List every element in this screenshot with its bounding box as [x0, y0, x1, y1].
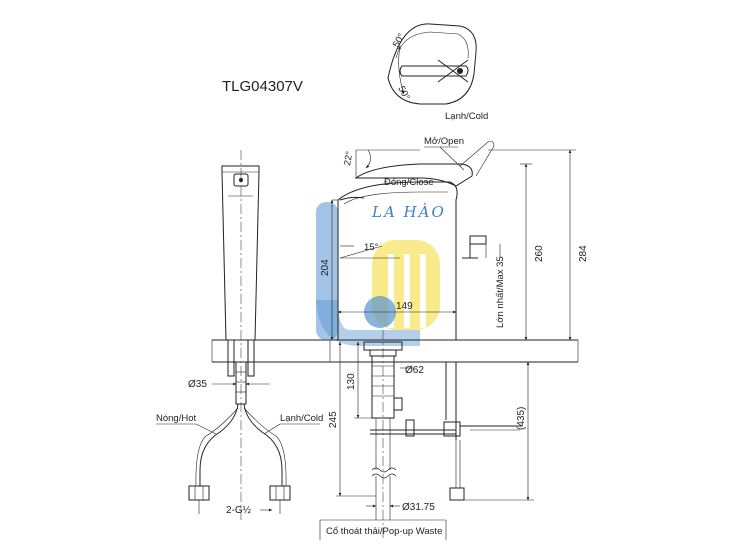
open-label: Mở/Open [424, 136, 464, 147]
dim-260: 260 [534, 245, 545, 262]
dim-149: 149 [396, 301, 413, 312]
spout-angle: 15° [364, 242, 379, 253]
front-view: Ø35 Nóng/Hot Lạnh/Cold 2-G½ [156, 150, 330, 520]
handle-angle: 22° [342, 150, 355, 166]
angle-50-upper: 50° [391, 31, 408, 49]
hot-label: Nóng/Hot [156, 413, 196, 424]
watermark-logo [316, 202, 440, 346]
dim-d62: Ø62 [405, 365, 424, 376]
dim-435: (435) [516, 407, 527, 430]
close-label: Đóng/Close [384, 177, 434, 188]
watermark-text: LA HÀO [371, 203, 446, 221]
dim-204: 204 [320, 259, 331, 276]
thread-label: 2-G½ [226, 505, 252, 516]
top-view: 50° 50° Lạnh/Cold [387, 23, 488, 122]
side-view: LA HÀO 22° Mở/Open Đóng/Close [316, 136, 589, 540]
angle-50-lower: 50° [395, 84, 412, 102]
dim-284: 284 [578, 245, 589, 262]
waste-label: Cổ thoát thải/Pop-up Waste [326, 526, 442, 537]
max-label: Lớn nhất/Max 35 [495, 256, 506, 328]
dim-d35: Ø35 [188, 379, 207, 390]
front-cold-label: Lạnh/Cold [280, 413, 323, 424]
dim-130: 130 [346, 373, 357, 390]
dim-d3175: Ø31.75 [402, 502, 435, 513]
dim-245: 245 [328, 411, 339, 428]
model-code: TLG04307V [222, 78, 303, 95]
top-cold-label: Lạnh/Cold [445, 111, 488, 122]
